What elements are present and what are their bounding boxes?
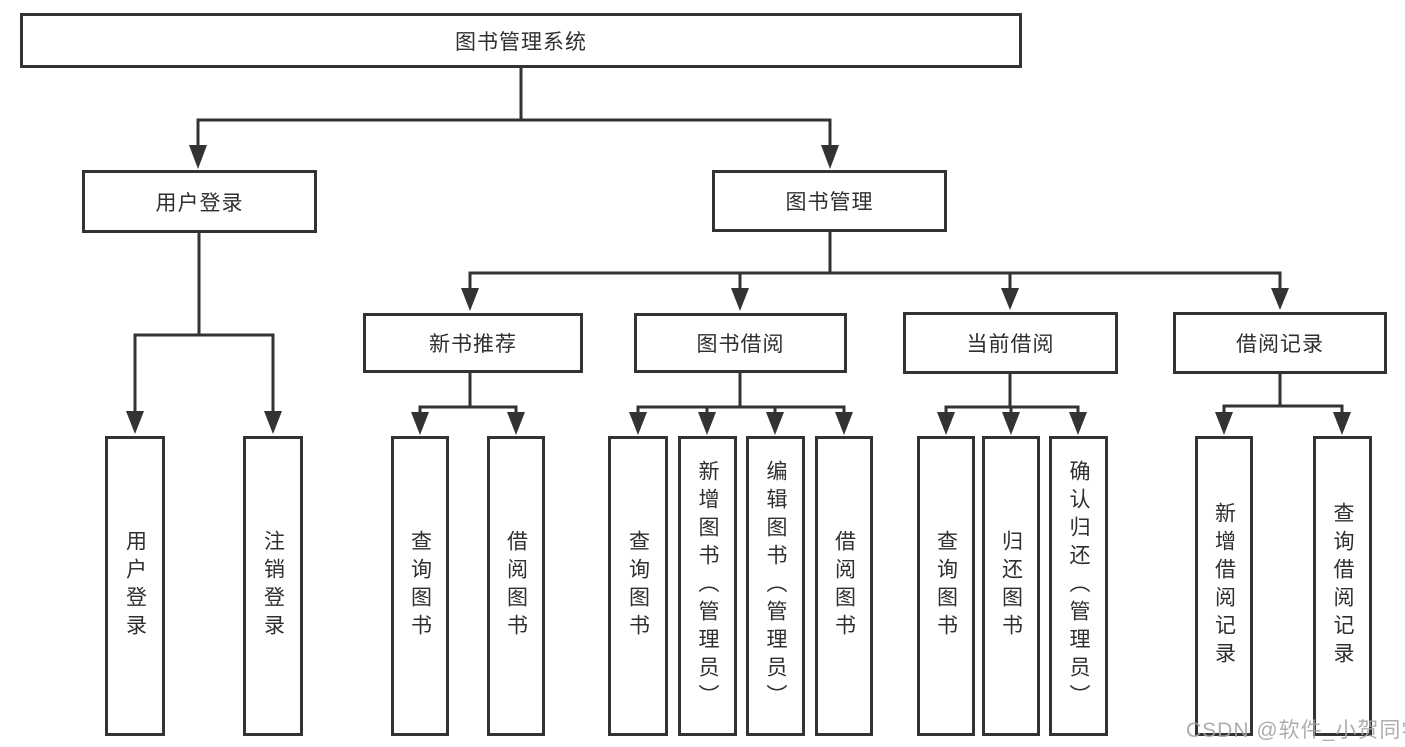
leaf-bb-query-books: 查询图书 — [608, 436, 668, 736]
node-user-login: 用户登录 — [82, 170, 317, 233]
node-book-borrowing: 图书借阅 — [634, 313, 847, 373]
node-borrow-records: 借阅记录 — [1173, 312, 1387, 374]
leaf-br-add-record: 新增借阅记录 — [1195, 436, 1253, 736]
leaf-cb-confirm-return-admin: 确认归还（管理员） — [1049, 436, 1108, 736]
leaf-nbr-borrow-books: 借阅图书 — [487, 436, 545, 736]
leaf-nbr-query-books: 查询图书 — [391, 436, 449, 736]
leaf-bb-add-books-admin: 新增图书（管理员） — [678, 436, 737, 736]
leaf-bb-edit-books-admin: 编辑图书（管理员） — [746, 436, 805, 736]
leaf-cb-query-books: 查询图书 — [917, 436, 975, 736]
node-book-management: 图书管理 — [712, 170, 947, 232]
leaf-cb-return-books: 归还图书 — [982, 436, 1040, 736]
csdn-watermark: CSDN @软件_小贺同学 — [1186, 719, 1405, 742]
node-new-book-recommend: 新书推荐 — [363, 313, 583, 373]
node-current-borrowing: 当前借阅 — [903, 312, 1118, 374]
node-root: 图书管理系统 — [20, 13, 1022, 68]
leaf-br-query-record: 查询借阅记录 — [1313, 436, 1372, 736]
leaf-logout: 注销登录 — [243, 436, 303, 736]
leaf-bb-borrow-books: 借阅图书 — [815, 436, 873, 736]
leaf-user-login: 用户登录 — [105, 436, 165, 736]
